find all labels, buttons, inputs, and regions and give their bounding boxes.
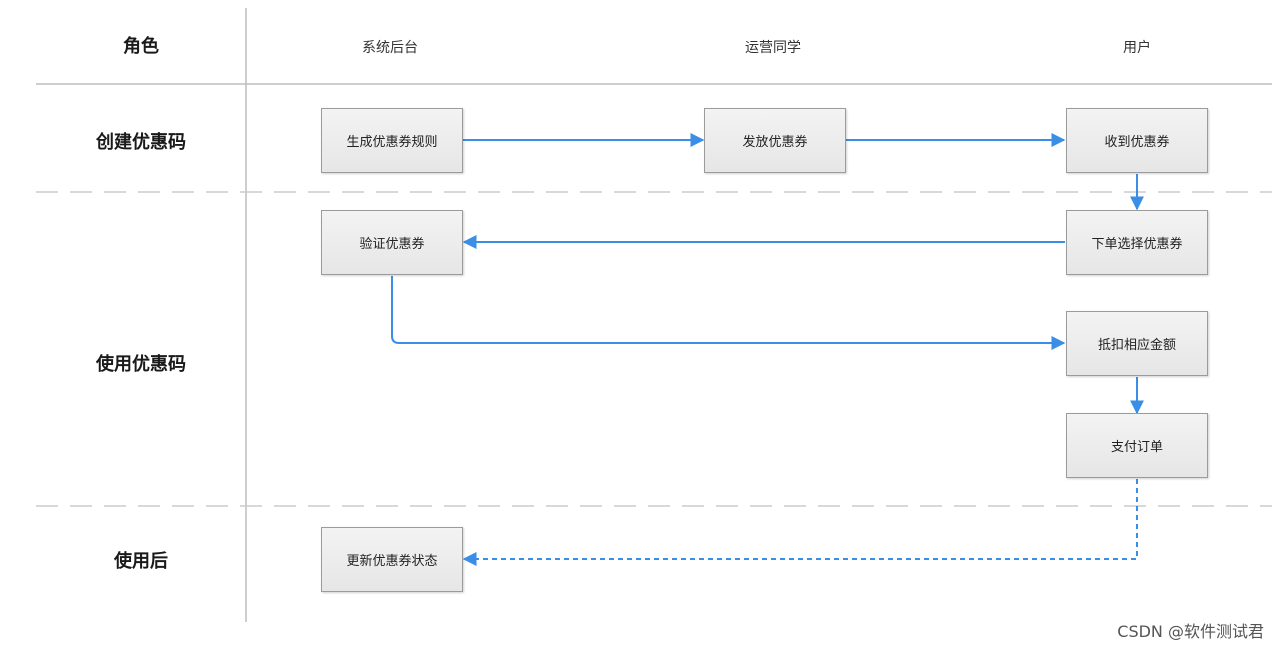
node-issue-coupon: 发放优惠券 (704, 108, 846, 173)
role-header: 角色 (123, 36, 159, 57)
node-select-coupon: 下单选择优惠券 (1066, 210, 1208, 275)
row-label-after-use: 使用后 (114, 551, 168, 572)
node-verify-coupon: 验证优惠券 (321, 210, 463, 275)
edge-group (391, 133, 1144, 566)
watermark-text: CSDN @软件测试君 (1117, 622, 1264, 641)
edge-arrow-dashed (462, 479, 1138, 566)
node-deduct-amount: 抵扣相应金额 (1066, 311, 1208, 376)
node-pay-order: 支付订单 (1066, 413, 1208, 478)
node-update-status: 更新优惠券状态 (321, 527, 463, 592)
lane-header-operations: 运营同学 (745, 40, 801, 56)
row-label-use: 使用优惠码 (96, 354, 186, 375)
row-label-create: 创建优惠码 (96, 132, 186, 153)
lane-header-user: 用户 (1123, 40, 1151, 56)
lane-header-system: 系统后台 (362, 40, 418, 56)
node-receive-coupon: 收到优惠券 (1066, 108, 1208, 173)
edge-arrow (391, 276, 1066, 350)
node-generate-rule: 生成优惠券规则 (321, 108, 463, 173)
